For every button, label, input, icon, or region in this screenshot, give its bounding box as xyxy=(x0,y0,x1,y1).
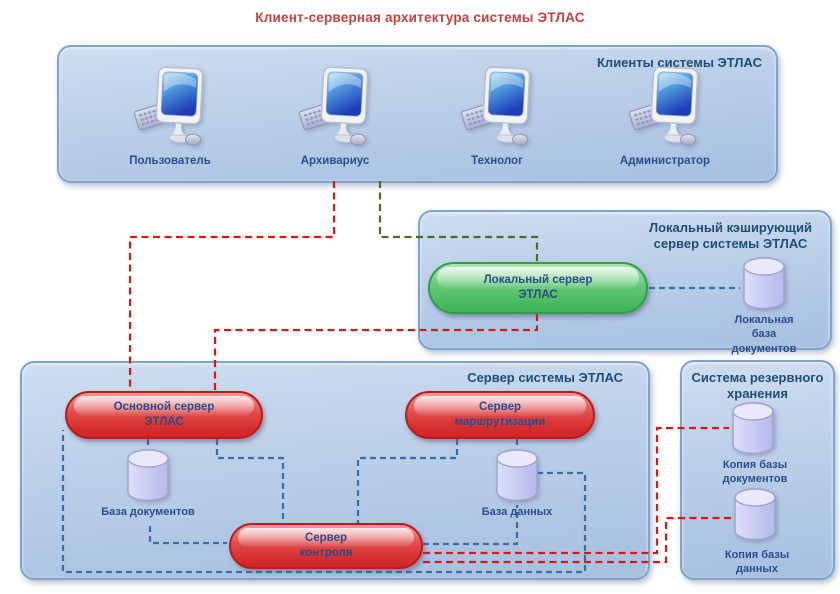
client-administrator-label: Администратор xyxy=(619,155,711,167)
control-server-node: Сервер контроля xyxy=(229,523,423,569)
doc-db-label: База документов xyxy=(101,506,195,518)
computer-icon xyxy=(629,66,699,146)
backup-group-title: Система резервного хранения xyxy=(691,370,824,402)
local-server-node: Локальный сервер ЭТЛАС xyxy=(428,262,648,314)
client-technologist: Технолог xyxy=(427,66,567,167)
data-copy-cylinder xyxy=(732,487,778,548)
computer-icon xyxy=(299,66,369,146)
doc-copy-label: Копия базы документов xyxy=(722,459,788,486)
diagram-title: Клиент-серверная архитектура системы ЭТЛ… xyxy=(255,10,585,25)
client-user-label: Пользователь xyxy=(129,155,211,167)
data-copy-label: Копия базы данных xyxy=(724,549,790,576)
routing-server-label: Сервер маршрутизации xyxy=(454,401,546,428)
control-server-label: Сервер контроля xyxy=(299,532,353,559)
local-doc-db-cylinder xyxy=(741,256,787,317)
client-archivist-label: Архивариус xyxy=(300,155,370,167)
local-doc-db-label: Локальная база документов xyxy=(731,314,797,355)
computer-icon xyxy=(461,66,531,146)
client-technologist-label: Технолог xyxy=(471,155,523,167)
data-db-label: База данных xyxy=(481,506,553,518)
local-cache-group-title: Локальный кэширующий сервер системы ЭТЛА… xyxy=(648,220,812,252)
main-server-label: Основной сервер ЭТЛАС xyxy=(113,401,215,428)
main-server-node: Основной сервер ЭТЛАС xyxy=(65,391,263,439)
doc-db-cylinder xyxy=(125,448,171,509)
client-archivist: Архивариус xyxy=(265,66,405,167)
computer-icon xyxy=(134,66,204,146)
client-administrator: Администратор xyxy=(595,66,735,167)
data-db-cylinder xyxy=(494,448,540,509)
local-server-label: Локальный сервер ЭТЛАС xyxy=(483,274,593,301)
routing-server-node: Сервер маршрутизации xyxy=(405,391,595,439)
clients-group-title: Клиенты системы ЭТЛАС xyxy=(597,55,762,70)
doc-copy-cylinder xyxy=(730,401,776,462)
edge-archivist-to-main-server xyxy=(128,181,336,391)
server-group-title: Сервер системы ЭТЛАС xyxy=(467,370,623,385)
client-user: Пользователь xyxy=(100,66,240,167)
